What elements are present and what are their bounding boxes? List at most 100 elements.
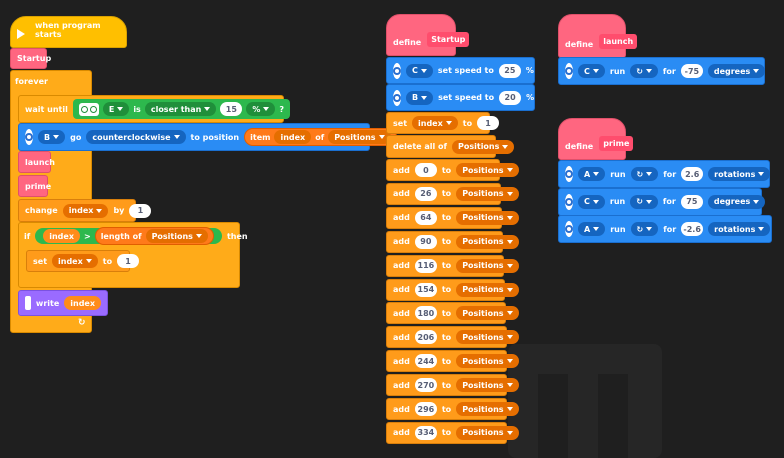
list-dropdown[interactable]: Positions	[456, 425, 519, 440]
list-dropdown[interactable]: Positions	[456, 210, 519, 225]
list-dropdown[interactable]: Positions	[456, 330, 519, 345]
unit-dropdown[interactable]: %	[246, 102, 276, 116]
index-variable[interactable]: index	[64, 296, 101, 310]
variable-dropdown[interactable]: index	[62, 203, 109, 218]
add-value[interactable]: 206	[414, 330, 437, 345]
set-value[interactable]: 1	[477, 116, 500, 130]
go-to-position-block[interactable]: B go counterclockwise to position item i…	[18, 123, 397, 151]
direction-dropdown[interactable]: ↻	[630, 167, 659, 181]
add-value[interactable]: 270	[414, 378, 437, 393]
add-value[interactable]: 334	[414, 425, 437, 440]
list-dropdown[interactable]: Positions	[456, 186, 519, 201]
item-of-list-reporter[interactable]: item index of Positions	[244, 128, 397, 146]
port-dropdown[interactable]: A	[578, 167, 606, 181]
port-dropdown[interactable]: B	[38, 130, 66, 144]
index-variable[interactable]: index	[43, 229, 80, 243]
amount-value[interactable]: 75	[680, 194, 703, 209]
wait-until-block[interactable]: wait until E is closer than 15 % ?	[18, 95, 290, 123]
compare-dropdown[interactable]: closer than	[144, 102, 217, 116]
list-dropdown[interactable]: Positions	[456, 163, 519, 177]
distance-sensor-condition[interactable]: E is closer than 15 % ?	[72, 99, 290, 119]
direction-dropdown[interactable]: counterclockwise	[86, 130, 186, 144]
launch-call-block[interactable]: launch	[18, 151, 55, 173]
add-value[interactable]: 154	[414, 282, 437, 297]
unit-dropdown[interactable]: degrees	[707, 194, 766, 209]
add-value[interactable]: 296	[414, 402, 437, 416]
set-speed-c-block[interactable]: C set speed to 25 %	[386, 57, 535, 84]
port-dropdown[interactable]: C	[578, 64, 605, 78]
define-launch-block[interactable]: define launch	[558, 14, 638, 58]
greater-than-operator[interactable]: index > length of Positions	[35, 227, 222, 245]
delete-all-block[interactable]: delete all of Positions	[386, 135, 515, 158]
list-dropdown[interactable]: Positions	[456, 258, 519, 273]
run-motor-for-block[interactable]: C run ↻ for -75 degrees	[558, 57, 766, 85]
distance-value[interactable]: 15	[220, 102, 243, 116]
port-dropdown[interactable]: B	[406, 90, 434, 105]
variable-dropdown[interactable]: index	[52, 254, 98, 268]
add-value[interactable]: 116	[414, 258, 437, 273]
write-block[interactable]: write index	[18, 290, 108, 316]
list-dropdown[interactable]: Positions	[456, 234, 519, 249]
list-dropdown[interactable]: Positions	[145, 229, 208, 243]
unit-dropdown[interactable]: rotations	[708, 222, 771, 236]
when-program-starts-block[interactable]: when program starts	[10, 16, 127, 48]
port-dropdown[interactable]: C	[406, 63, 433, 78]
add-value[interactable]: 0	[414, 163, 437, 177]
set-speed-b-block[interactable]: B set speed to 20 %	[386, 84, 535, 111]
add-value[interactable]: 244	[414, 354, 437, 369]
list-dropdown[interactable]: Positions	[456, 402, 519, 416]
direction-dropdown[interactable]: ↻	[630, 64, 658, 78]
add-value[interactable]: 90	[414, 234, 437, 249]
speed-value[interactable]: 20	[499, 90, 522, 105]
hat-label: when program starts	[35, 21, 101, 39]
define-prime-block[interactable]: define prime	[558, 118, 634, 160]
change-variable-block[interactable]: change index by 1	[18, 199, 152, 222]
direction-dropdown[interactable]: ↻	[630, 194, 658, 209]
direction-dropdown[interactable]: ↻	[630, 222, 659, 236]
set-value[interactable]: 1	[117, 254, 140, 268]
unit-dropdown[interactable]: rotations	[708, 167, 771, 181]
unit-dropdown[interactable]: degrees	[707, 64, 766, 78]
set-variable-block[interactable]: set index to 1	[26, 250, 140, 272]
variable-dropdown[interactable]: index	[412, 116, 458, 130]
add-value[interactable]: 180	[414, 306, 437, 321]
list-dropdown[interactable]: Positions	[456, 354, 519, 369]
amount-value[interactable]: 2.6	[681, 167, 704, 181]
prime-call-block[interactable]: prime	[18, 175, 51, 197]
list-dropdown[interactable]: Positions	[456, 282, 519, 297]
speed-value[interactable]: 25	[498, 63, 521, 78]
list-dropdown[interactable]: Positions	[456, 306, 519, 321]
list-dropdown[interactable]: Positions	[328, 130, 391, 144]
startup-call-block[interactable]: Startup	[10, 48, 51, 69]
index-variable[interactable]: index	[274, 130, 312, 144]
amount-value[interactable]: -75	[680, 64, 703, 78]
port-dropdown[interactable]: C	[578, 194, 605, 209]
port-dropdown[interactable]: A	[578, 222, 606, 236]
list-dropdown[interactable]: Positions	[452, 139, 515, 154]
length-of-list-reporter[interactable]: length of Positions	[94, 227, 214, 245]
motor-icon	[393, 89, 401, 106]
port-dropdown[interactable]: E	[102, 102, 130, 116]
change-value[interactable]: 1	[129, 203, 152, 218]
set-variable-block[interactable]: set index to 1	[386, 112, 500, 134]
list-dropdown[interactable]: Positions	[456, 378, 519, 393]
add-value[interactable]: 26	[414, 186, 437, 201]
amount-value[interactable]: -2.6	[681, 222, 704, 236]
define-startup-block[interactable]: define Startup	[386, 14, 470, 56]
add-value[interactable]: 64	[414, 210, 437, 225]
